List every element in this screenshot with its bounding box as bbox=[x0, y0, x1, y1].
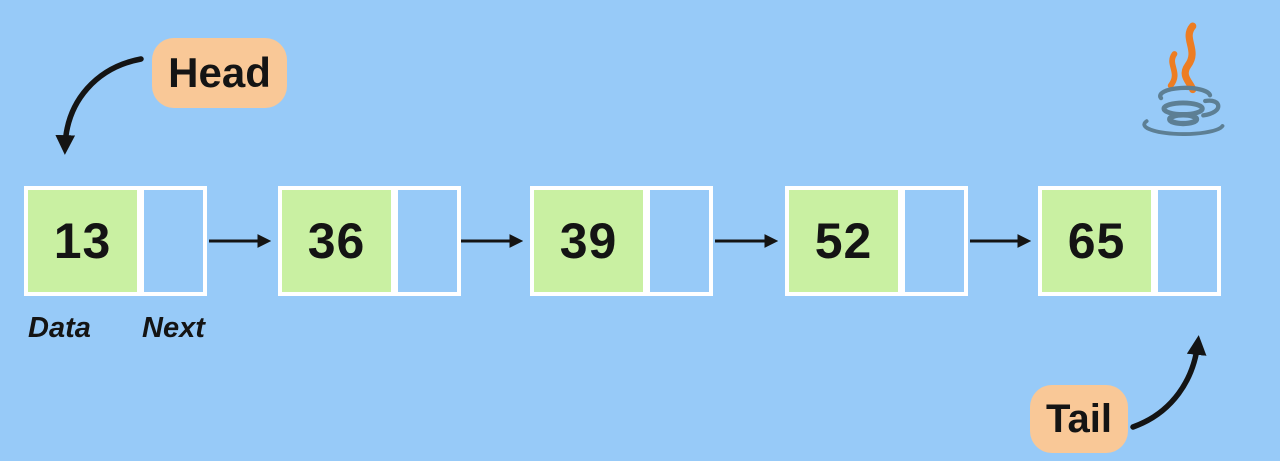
node-value: 65 bbox=[1067, 213, 1126, 269]
tail-label-bubble: Tail bbox=[1030, 385, 1128, 453]
node-next-pointer-cell bbox=[650, 190, 709, 292]
node-value: 39 bbox=[559, 213, 618, 269]
node-data-cell: 36 bbox=[282, 190, 391, 292]
node-value: 52 bbox=[814, 213, 873, 269]
linked-list-node-4: 52 bbox=[785, 186, 968, 296]
node-data-cell: 65 bbox=[1042, 190, 1151, 292]
java-cup-icon bbox=[1142, 85, 1225, 136]
tail-arrow bbox=[1130, 335, 1207, 430]
java-steam-icon bbox=[1167, 22, 1197, 94]
head-label: Head bbox=[168, 49, 271, 96]
node-value: 13 bbox=[53, 213, 112, 269]
head-label-bubble: Head bbox=[152, 38, 287, 108]
linked-list-node-3: 39 bbox=[530, 186, 713, 296]
node-next-pointer-cell bbox=[1158, 190, 1217, 292]
node-next-pointer-cell bbox=[905, 190, 964, 292]
node-data-cell: 13 bbox=[28, 190, 137, 292]
data-field-label: Data bbox=[28, 312, 91, 344]
next-field-label: Next bbox=[142, 312, 205, 344]
node-data-cell: 52 bbox=[789, 190, 898, 292]
node-data-cell: 39 bbox=[534, 190, 643, 292]
head-arrow bbox=[55, 56, 144, 155]
node-value: 36 bbox=[307, 213, 366, 269]
linked-list-node-2: 36 bbox=[278, 186, 461, 296]
linked-list-node-5: 65 bbox=[1038, 186, 1221, 296]
node-next-pointer-cell bbox=[144, 190, 203, 292]
linked-list-node-1: 13 bbox=[24, 186, 207, 296]
node-next-pointer-cell bbox=[398, 190, 457, 292]
tail-label: Tail bbox=[1046, 396, 1112, 441]
java-logo-icon bbox=[1142, 22, 1225, 136]
